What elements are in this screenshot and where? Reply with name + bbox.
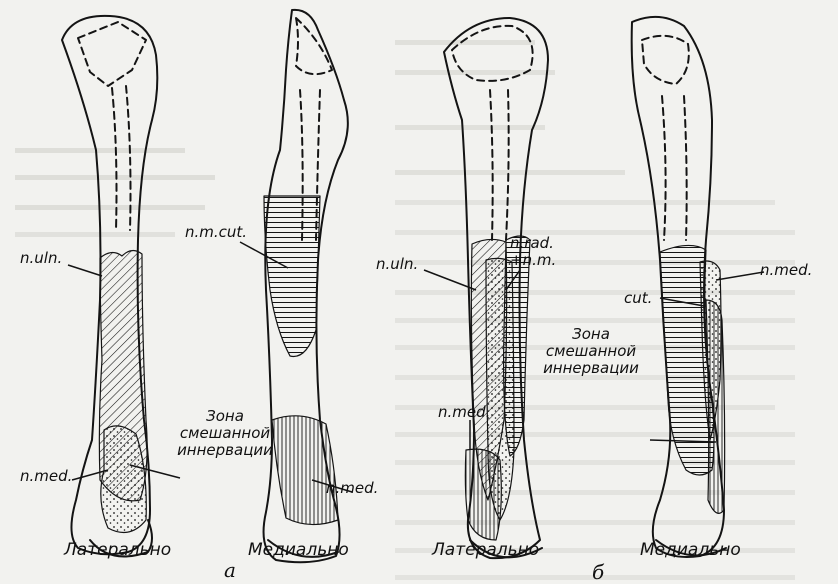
label-a-zone-line1: Зона — [170, 408, 280, 425]
label-b-n-med-left: n.med. — [438, 404, 490, 421]
caption-a-medial: Медиально — [248, 540, 349, 560]
label-b-n-med-right: n.med. — [760, 262, 812, 279]
label-a-zone-line2: смешанной — [170, 425, 280, 442]
label-b-n-rad-line2: +n.m. — [510, 252, 556, 269]
label-b-n-uln: n.uln. — [376, 256, 418, 273]
label-a-n-m-cut: n.m.cut. — [185, 224, 247, 241]
limb-b-lateral-med-zone — [465, 449, 501, 540]
limb-b-medial-med-zone — [706, 300, 725, 513]
label-a-n-uln: n.uln. — [20, 250, 62, 267]
label-a-zone: Зона смешанной иннервации — [170, 408, 280, 459]
caption-a-lateral: Латерально — [64, 540, 171, 560]
panel-letter-a: а — [224, 558, 236, 582]
label-a-n-med-right: n.med. — [326, 480, 378, 497]
label-a-n-med-left: n.med. — [20, 468, 72, 485]
label-a-zone-line3: иннервации — [170, 442, 280, 459]
label-b-zone-line1: Зона — [536, 326, 646, 343]
label-b-zone-line3: иннервации — [536, 360, 646, 377]
label-b-zone: Зона смешанной иннервации — [536, 326, 646, 377]
panel-letter-b: б — [592, 560, 604, 584]
caption-b-lateral: Латерально — [432, 540, 539, 560]
caption-b-medial: Медиально — [640, 540, 741, 560]
limb-a-medial-cut-zone — [264, 196, 320, 356]
limb-a-medial-med-zone — [272, 416, 338, 525]
label-b-zone-line2: смешанной — [536, 343, 646, 360]
label-b-cut: cut. — [624, 290, 652, 307]
label-b-n-rad: n.rad. +n.m. — [510, 235, 556, 269]
label-b-n-rad-line1: n.rad. — [510, 235, 556, 252]
